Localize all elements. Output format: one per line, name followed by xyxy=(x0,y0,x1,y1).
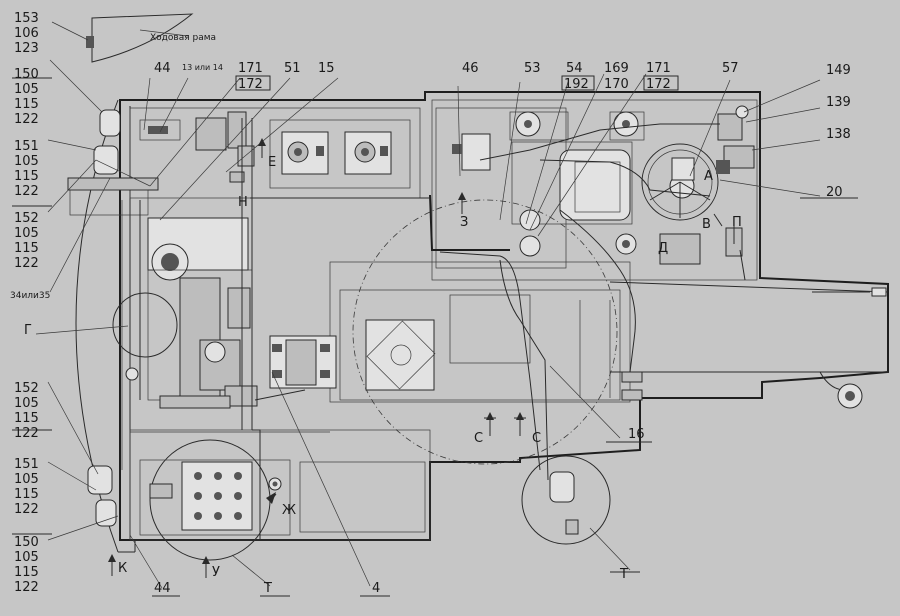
wiring-harness xyxy=(121,123,887,481)
label-U: У xyxy=(212,565,220,580)
label-115a: 115 xyxy=(14,97,39,112)
instrument-pods xyxy=(281,131,392,175)
frame-inset xyxy=(51,13,194,63)
lamp-150-top-icon xyxy=(99,109,121,137)
label-44-top: 44 xyxy=(154,61,171,76)
label-149: 149 xyxy=(826,63,851,78)
label-46: 46 xyxy=(462,61,479,76)
label-105a: 105 xyxy=(14,82,39,97)
label-152a: 152 xyxy=(14,211,39,226)
lamp-150-bottom-icon xyxy=(95,499,117,527)
label-138: 138 xyxy=(826,127,851,142)
label-4: 4 xyxy=(372,581,380,596)
label-T-right: Т xyxy=(619,567,628,582)
label-122f: 122 xyxy=(14,580,39,595)
label-151b: 151 xyxy=(14,457,39,472)
label-13-14: 13 или 14 xyxy=(182,63,223,72)
label-T-bottom: Т xyxy=(263,581,272,596)
label-170: 170 xyxy=(604,77,629,92)
side-lamps xyxy=(87,109,579,535)
label-V: В xyxy=(702,217,711,232)
label-115e: 115 xyxy=(14,487,39,502)
label-172-left: 172 xyxy=(238,77,263,92)
label-J: Ж xyxy=(282,503,296,518)
callout-labels: 153 106 123 Ходовая рама 44 13 или 14 17… xyxy=(10,11,851,596)
label-105c: 105 xyxy=(14,226,39,241)
label-A: А xyxy=(704,169,713,184)
label-105b: 105 xyxy=(14,154,39,169)
label-105d: 105 xyxy=(14,396,39,411)
label-150b: 150 xyxy=(14,535,39,550)
label-16: 16 xyxy=(628,427,645,442)
label-115c: 115 xyxy=(14,241,39,256)
label-122c: 122 xyxy=(14,256,39,271)
label-K: К xyxy=(118,561,127,576)
label-Z: З xyxy=(460,215,468,230)
label-D: Д xyxy=(658,241,668,256)
label-H: Н xyxy=(238,195,248,210)
label-122d: 122 xyxy=(14,426,39,441)
label-105e: 105 xyxy=(14,472,39,487)
section-arrows xyxy=(108,138,735,578)
label-123: 123 xyxy=(14,41,39,56)
label-54: 54 xyxy=(566,61,583,76)
relay-box xyxy=(269,335,337,389)
lamp-151-bottom-icon xyxy=(87,465,113,495)
label-44-bottom: 44 xyxy=(154,581,171,596)
label-122a: 122 xyxy=(14,112,39,127)
frame-caption: Ходовая рама xyxy=(150,33,216,43)
frame-lamp-icon xyxy=(86,36,94,48)
lamp-t-right-icon xyxy=(549,471,575,503)
label-171-right: 171 xyxy=(646,61,671,76)
box-172-right xyxy=(643,75,679,91)
label-C2: С xyxy=(532,431,541,446)
label-153: 153 xyxy=(14,11,39,26)
label-139: 139 xyxy=(826,95,851,110)
label-115b: 115 xyxy=(14,169,39,184)
fuse-panel xyxy=(149,461,282,531)
box-192 xyxy=(561,75,595,91)
label-151a: 151 xyxy=(14,139,39,154)
leader-lines xyxy=(12,59,858,597)
lamp-151-top-icon xyxy=(93,145,119,175)
label-53: 53 xyxy=(524,61,541,76)
label-171-left: 171 xyxy=(238,61,263,76)
cab-controls xyxy=(452,105,755,265)
label-C1: С xyxy=(474,431,483,446)
label-15: 15 xyxy=(318,61,335,76)
label-P: П xyxy=(732,215,742,230)
label-172-right: 172 xyxy=(646,77,671,92)
label-20: 20 xyxy=(826,185,843,200)
engine-block xyxy=(125,111,261,540)
label-150a: 150 xyxy=(14,67,39,82)
label-192: 192 xyxy=(564,77,589,92)
label-106: 106 xyxy=(14,26,39,41)
radiator-fan xyxy=(365,319,436,391)
label-E: Е xyxy=(268,155,276,170)
label-G: Г xyxy=(24,323,32,338)
label-34-35: 34или35 xyxy=(10,291,50,301)
label-122e: 122 xyxy=(14,502,39,517)
label-152b: 152 xyxy=(14,381,39,396)
label-115d: 115 xyxy=(14,411,39,426)
label-169: 169 xyxy=(604,61,629,76)
box-172-left xyxy=(235,75,271,91)
label-115f: 115 xyxy=(14,565,39,580)
label-122b: 122 xyxy=(14,184,39,199)
label-105f: 105 xyxy=(14,550,39,565)
label-51: 51 xyxy=(284,61,301,76)
label-57: 57 xyxy=(722,61,739,76)
